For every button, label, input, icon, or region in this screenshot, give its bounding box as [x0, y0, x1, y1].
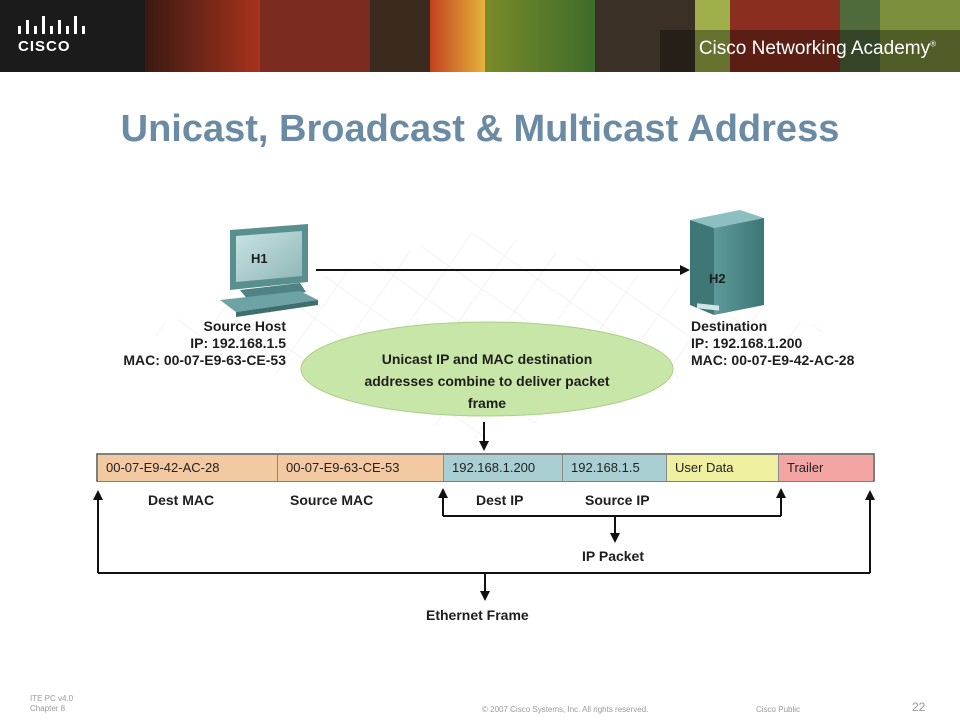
explanation-bubble — [300, 321, 674, 417]
h1-computer-icon — [220, 224, 318, 317]
source-host-mac: MAC: 00-07-E9-63-CE-53 — [123, 352, 286, 368]
trademark-mark: ® — [930, 39, 936, 49]
dest-mac-label: Dest MAC — [148, 492, 215, 508]
frame-field-dest-mac: 00-07-E9-42-AC-28 — [98, 455, 278, 481]
academy-text: Cisco Networking Academy — [698, 38, 931, 59]
frame-field-source-mac: 00-07-E9-63-CE-53 — [278, 455, 444, 481]
bubble-line-2: addresses combine to deliver packet — [364, 373, 610, 389]
footer-chapter: Chapter 8 — [30, 704, 66, 713]
frame-outline — [96, 453, 875, 482]
frame-field-trailer: Trailer — [779, 455, 873, 481]
destination-info: Destination IP: 192.168.1.200 MAC: 00-07… — [691, 318, 854, 369]
ip-packet-bracket — [438, 488, 786, 543]
bubble-line-3: frame — [467, 395, 507, 411]
source-mac-label: Source MAC — [290, 492, 374, 508]
footer-course-info: ITE PC v4.0 Chapter 8 — [30, 694, 73, 714]
footer-copyright: © 2007 Cisco Systems, Inc. All rights re… — [482, 705, 649, 714]
bubble-line-1: Unicast IP and MAC destination — [381, 351, 593, 367]
academy-title: Cisco Networking Academy® — [699, 38, 936, 60]
cisco-logo-text: CISCO — [18, 38, 71, 55]
page-number: 22 — [912, 700, 926, 714]
header-banner: CISCO Cisco Networking Academy® — [0, 0, 960, 72]
h2-server-icon — [690, 210, 764, 315]
frame-field-source-ip: 192.168.1.5 — [563, 455, 667, 481]
ip-packet-label: IP Packet — [582, 548, 645, 564]
footer-classification: Cisco Public — [756, 705, 801, 714]
h2-label: H2 — [709, 271, 726, 286]
h1-label: H1 — [251, 251, 268, 266]
banner-photo-collage — [0, 0, 960, 72]
destination-title: Destination — [691, 318, 768, 334]
frame-field-user-data: User Data — [667, 455, 779, 481]
source-ip-label: Source IP — [585, 492, 650, 508]
footer-course: ITE PC v4.0 — [30, 694, 74, 703]
ethernet-frame-bracket — [93, 490, 875, 601]
cisco-bridge-icon — [18, 16, 85, 34]
bubble-text: Unicast IP and MAC destination addresses… — [320, 348, 654, 414]
frame-field-dest-ip: 192.168.1.200 — [444, 455, 563, 481]
destination-mac: MAC: 00-07-E9-42-AC-28 — [691, 352, 855, 368]
source-host-title: Source Host — [203, 318, 286, 334]
destination-ip: IP: 192.168.1.200 — [691, 335, 803, 351]
ethernet-frame-label: Ethernet Frame — [426, 607, 529, 623]
source-host-info: Source Host IP: 192.168.1.5 MAC: 00-07-E… — [120, 318, 286, 369]
source-host-ip: IP: 192.168.1.5 — [190, 335, 286, 351]
dest-ip-label: Dest IP — [476, 492, 524, 508]
slide-title: Unicast, Broadcast & Multicast Address — [120, 108, 840, 150]
